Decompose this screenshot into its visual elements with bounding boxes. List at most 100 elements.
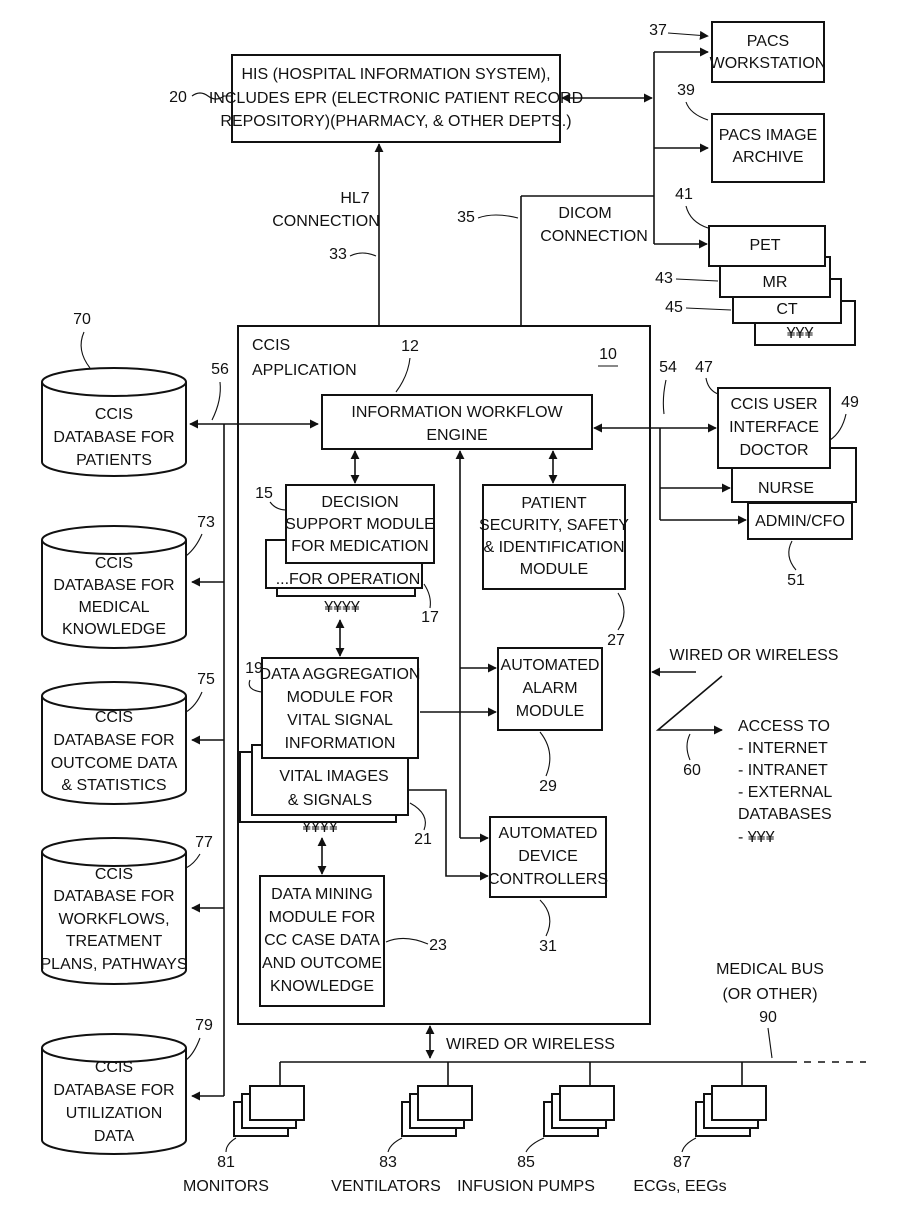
bus-label-line-2: (OR OTHER) bbox=[722, 986, 817, 1003]
security-line-3: & IDENTIFICATION bbox=[483, 539, 624, 556]
ref-81: 81 bbox=[217, 1154, 235, 1171]
db-patients-line-3: PATIENTS bbox=[76, 452, 152, 469]
ui-nurse-label: NURSE bbox=[758, 480, 814, 497]
decision-line-1: DECISION bbox=[321, 494, 398, 511]
pacs-workstation-box: PACS WORKSTATION bbox=[710, 22, 827, 82]
ref-29: 29 bbox=[539, 778, 557, 795]
hl7-label-line-2: CONNECTION bbox=[272, 213, 380, 230]
his-label-line-3: REPOSITORY)(PHARMACY, & OTHER DEPTS.) bbox=[220, 113, 571, 130]
ref-79: 79 bbox=[195, 1017, 213, 1034]
ref-39: 39 bbox=[677, 82, 695, 99]
ref-12: 12 bbox=[401, 338, 419, 355]
patient-security-box: PATIENT SECURITY, SAFETY & IDENTIFICATIO… bbox=[479, 485, 629, 589]
modality-stack: ¥¥¥ CT MR PET bbox=[709, 226, 855, 345]
ref-51: 51 bbox=[787, 572, 805, 589]
ref-77: 77 bbox=[195, 834, 213, 851]
mining-line-3: CC CASE DATA bbox=[264, 932, 380, 949]
security-line-1: PATIENT bbox=[521, 495, 586, 512]
ref-23: 23 bbox=[429, 937, 447, 954]
ref-10: 10 bbox=[599, 346, 617, 363]
ref-90: 90 bbox=[759, 1009, 777, 1026]
engine-label-line-2: ENGINE bbox=[426, 427, 487, 444]
db-workflows-line-2: DATABASE FOR bbox=[53, 888, 174, 905]
database-utilization: CCIS DATABASE FOR UTILIZATION DATA bbox=[42, 1034, 186, 1154]
database-medical-knowledge: CCIS DATABASE FOR MEDICAL KNOWLEDGE bbox=[42, 526, 186, 648]
ref-37: 37 bbox=[649, 22, 667, 39]
ref-60: 60 bbox=[683, 762, 701, 779]
db-utilization-line-2: DATABASE FOR bbox=[53, 1082, 174, 1099]
ui-doctor-line-2: INTERFACE bbox=[729, 419, 819, 436]
ref-19: 19 bbox=[245, 660, 263, 677]
ref-21: 21 bbox=[414, 831, 432, 848]
ref-87: 87 bbox=[673, 1154, 691, 1171]
db-patients-line-2: DATABASE FOR bbox=[53, 429, 174, 446]
vital-images-line-2: & SIGNALS bbox=[288, 792, 372, 809]
ref-17: 17 bbox=[421, 609, 439, 626]
device-infusion-label: INFUSION PUMPS bbox=[457, 1178, 595, 1195]
external-line-3: - INTRANET bbox=[738, 762, 828, 779]
mining-line-4: AND OUTCOME bbox=[262, 955, 382, 972]
hl7-label-line-1: HL7 bbox=[340, 190, 369, 207]
device-line-1: AUTOMATED bbox=[499, 825, 598, 842]
db-knowledge-line-4: KNOWLEDGE bbox=[62, 621, 166, 638]
pacs-archive-box: PACS IMAGE ARCHIVE bbox=[712, 114, 824, 182]
device-ventilators-label: VENTILATORS bbox=[331, 1178, 441, 1195]
ref-49: 49 bbox=[841, 394, 859, 411]
ref-35: 35 bbox=[457, 209, 475, 226]
pacs-workstation-line-1: PACS bbox=[747, 33, 789, 50]
ref-75: 75 bbox=[197, 671, 215, 688]
pacs-archive-line-1: PACS IMAGE bbox=[719, 127, 817, 144]
engine-label-line-1: INFORMATION WORKFLOW bbox=[351, 404, 563, 421]
aggregation-more-label: ¥¥¥¥ bbox=[301, 819, 338, 836]
external-line-2: - INTERNET bbox=[738, 740, 828, 757]
security-line-4: MODULE bbox=[520, 561, 588, 578]
ref-45: 45 bbox=[665, 299, 683, 316]
external-line-6: - ¥¥¥ bbox=[738, 829, 775, 846]
db-knowledge-line-1: CCIS bbox=[95, 555, 133, 572]
db-patients-line-1: CCIS bbox=[95, 406, 133, 423]
db-knowledge-line-3: MEDICAL bbox=[78, 599, 149, 616]
db-utilization-line-3: UTILIZATION bbox=[66, 1105, 163, 1122]
db-utilization-line-4: DATA bbox=[94, 1128, 135, 1145]
dicom-label-line-1: DICOM bbox=[558, 205, 611, 222]
aggregation-line-3: VITAL SIGNAL bbox=[287, 712, 393, 729]
device-monitors-label: MONITORS bbox=[183, 1178, 269, 1195]
db-knowledge-line-2: DATABASE FOR bbox=[53, 577, 174, 594]
mining-line-1: DATA MINING bbox=[271, 886, 373, 903]
ref-15: 15 bbox=[255, 485, 273, 502]
ref-83: 83 bbox=[379, 1154, 397, 1171]
db-workflows-line-1: CCIS bbox=[95, 866, 133, 883]
automated-alarm-box: AUTOMATED ALARM MODULE bbox=[498, 648, 602, 730]
ui-doctor-line-1: CCIS USER bbox=[730, 396, 817, 413]
external-access: WIRED OR WIRELESS ACCESS TO - INTERNET -… bbox=[652, 647, 838, 846]
pacs-workstation-line-2: WORKSTATION bbox=[710, 55, 827, 72]
bus-wired-label: WIRED OR WIRELESS bbox=[446, 1036, 615, 1053]
alarm-line-3: MODULE bbox=[516, 703, 584, 720]
device-infusion-pumps: 85 INFUSION PUMPS bbox=[457, 1062, 614, 1195]
mining-line-5: KNOWLEDGE bbox=[270, 978, 374, 995]
modality-pet-label: PET bbox=[749, 237, 780, 254]
alarm-line-2: ALARM bbox=[522, 680, 577, 697]
ref-56: 56 bbox=[211, 361, 229, 378]
db-outcome-line-1: CCIS bbox=[95, 709, 133, 726]
aggregation-line-2: MODULE FOR bbox=[287, 689, 394, 706]
ref-33: 33 bbox=[329, 246, 347, 263]
alarm-line-1: AUTOMATED bbox=[501, 657, 600, 674]
device-line-3: CONTROLLERS bbox=[488, 871, 608, 888]
device-ventilators: 83 VENTILATORS bbox=[331, 1062, 472, 1195]
db-workflows-line-5: PLANS, PATHWAYS bbox=[41, 956, 188, 973]
ref-54: 54 bbox=[659, 359, 677, 376]
ref-20: 20 bbox=[169, 89, 187, 106]
his-box: HIS (HOSPITAL INFORMATION SYSTEM), INCLU… bbox=[209, 55, 583, 142]
decision-operation-label: ...FOR OPERATION bbox=[276, 571, 421, 588]
workflow-engine-box: INFORMATION WORKFLOW ENGINE bbox=[322, 395, 592, 449]
ccis-label-line-1: CCIS bbox=[252, 337, 290, 354]
aggregation-line-4: INFORMATION bbox=[285, 735, 396, 752]
external-wired-label: WIRED OR WIRELESS bbox=[670, 647, 839, 664]
ref-41: 41 bbox=[675, 186, 693, 203]
db-utilization-line-1: CCIS bbox=[95, 1059, 133, 1076]
ref-27: 27 bbox=[607, 632, 625, 649]
device-ecgs-eegs: 87 ECGs, EEGs bbox=[633, 1062, 766, 1195]
external-line-1: ACCESS TO bbox=[738, 718, 830, 735]
